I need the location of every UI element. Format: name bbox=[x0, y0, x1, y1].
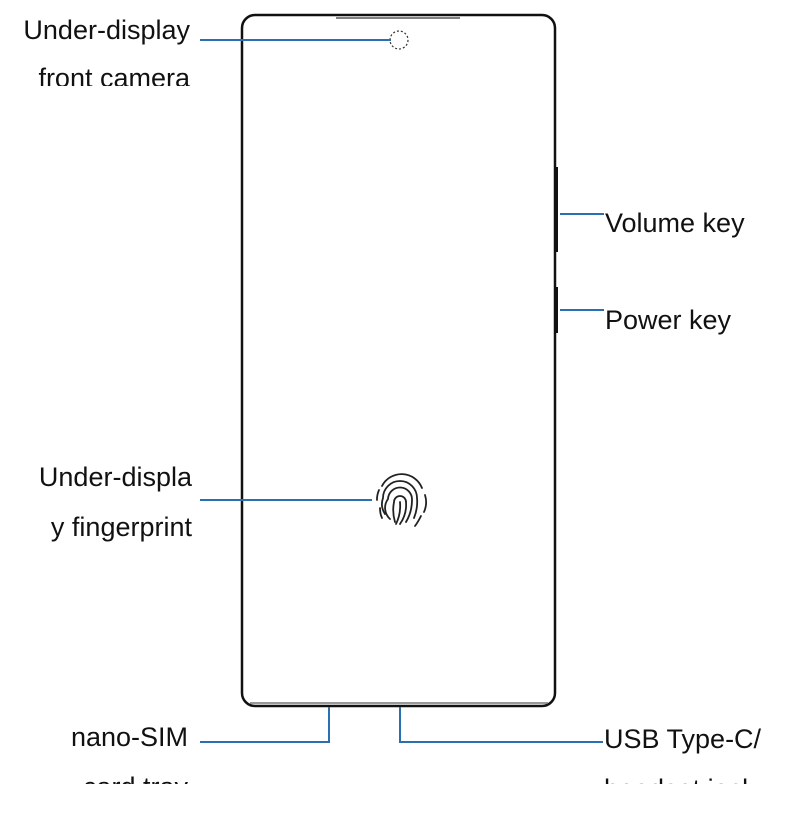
usb-leader bbox=[399, 707, 603, 743]
phone-outline bbox=[240, 13, 557, 708]
usb-label-line2: headset jack bbox=[604, 774, 756, 804]
fingerprint-label: Under-displa y fingerprint sensor bbox=[39, 462, 193, 592]
fingerprint-label-line2: y fingerprint bbox=[51, 512, 193, 542]
camera-label-line2: front camera bbox=[38, 63, 191, 93]
fingerprint-label-line3: sensor bbox=[111, 562, 192, 592]
camera-label-line1: Under-display bbox=[23, 15, 190, 45]
sim-leader bbox=[200, 707, 330, 743]
camera-label: Under-display front camera bbox=[23, 15, 191, 93]
sim-label-line2: card tray bbox=[83, 772, 189, 802]
sim-label-line1: nano-SIM bbox=[71, 722, 188, 752]
volume-key-label: Volume key bbox=[605, 208, 745, 238]
usb-label-line1: USB Type-C/ bbox=[604, 724, 762, 754]
fingerprint-icon bbox=[376, 473, 427, 527]
dashed-circle-camera-icon bbox=[389, 30, 409, 50]
sim-label: nano-SIM card tray bbox=[71, 722, 189, 802]
power-key-label: Power key bbox=[605, 305, 732, 335]
fingerprint-label-line1: Under-displa bbox=[39, 462, 193, 492]
usb-label: USB Type-C/ headset jack bbox=[604, 724, 762, 804]
